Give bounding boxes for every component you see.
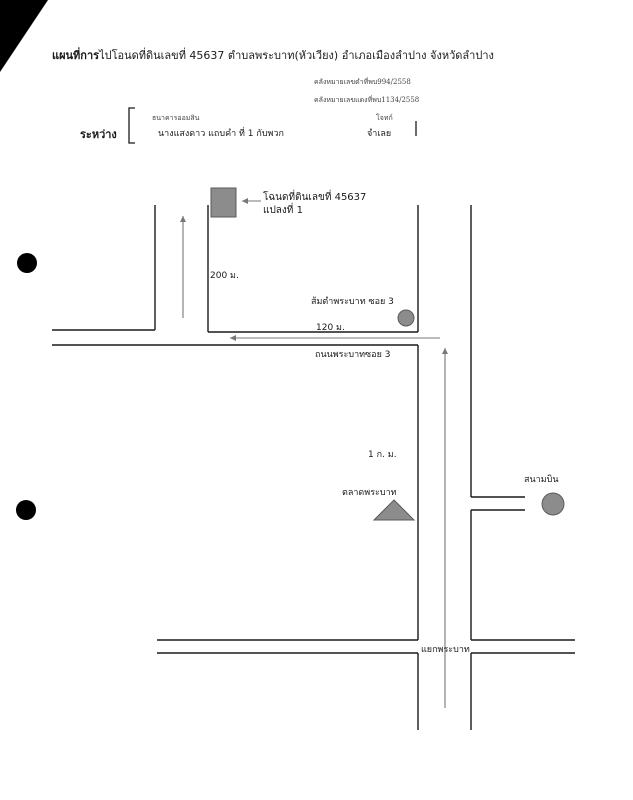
junction-label: แยกพระบาท <box>421 645 470 655</box>
market-marker <box>372 499 416 521</box>
distance-120m: 120 ม. <box>316 323 345 333</box>
defendant-name: นางแสงดาว แถบคำ ที่ 1 กับพวก <box>158 129 284 139</box>
airport-label: สนามบิน <box>524 475 559 485</box>
route-arrows <box>180 198 448 708</box>
scan-corner-mark <box>0 0 48 72</box>
deed-label-number: โฉนดที่ดินเลขที่ 45637 <box>263 192 367 203</box>
market-label: ตลาดพระบาท <box>342 488 397 498</box>
somtam-shop-label: ส้มตำพระบาท ซอย 3 <box>311 297 394 307</box>
punch-hole-bottom <box>16 500 36 520</box>
party-bracket <box>128 107 417 144</box>
road-soi3-label: ถนนพระบาทซอย 3 <box>315 350 391 360</box>
title-prefix: แผนที่การ <box>52 49 100 62</box>
defendant-label: จำเลย <box>367 129 392 139</box>
land-plot-marker <box>210 187 237 218</box>
airport-marker <box>541 492 565 516</box>
page-title: แผนที่การไปโอนดที่ดินเลขที่ 45637 ตำบลพร… <box>52 46 494 64</box>
somtam-shop-marker <box>397 309 415 327</box>
road-lines <box>52 205 575 730</box>
distance-200m: 200 ม. <box>210 271 239 281</box>
between-label: ระหว่าง <box>80 128 117 141</box>
red-case-number: คลังหมายเลขแดงที่พบ1134/2558 <box>314 96 420 104</box>
black-case-number: คลังหมายเลขดำที่พบ994/2558 <box>314 78 411 86</box>
punch-hole-top <box>17 253 37 273</box>
plaintiff-label: โจทก์ <box>376 114 393 122</box>
distance-1km: 1 ก. ม. <box>368 450 397 460</box>
deed-label-plot: แปลงที่ 1 <box>263 205 303 216</box>
bank-label: ธนาคารออมสิน <box>152 114 200 122</box>
title-text: ไปโอนดที่ดินเลขที่ 45637 ตำบลพระบาท(หัวเ… <box>99 49 494 62</box>
